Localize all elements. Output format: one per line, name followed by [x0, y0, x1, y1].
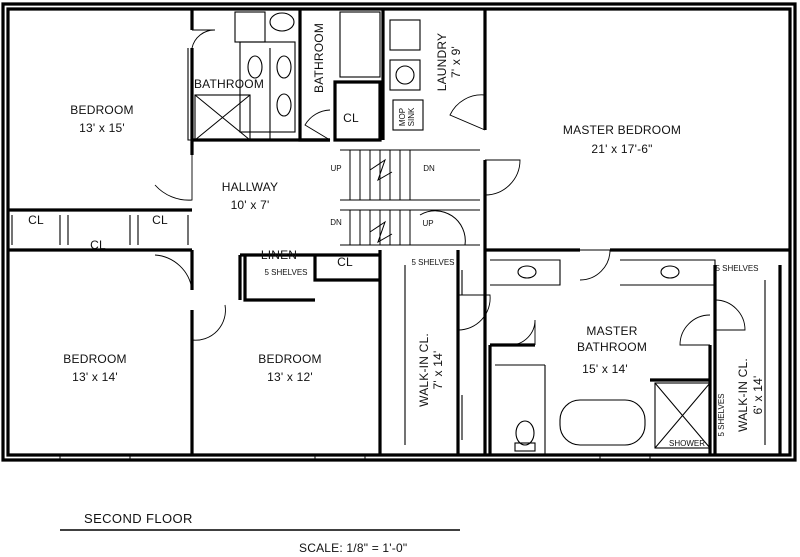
master-bedroom-name: MASTER BEDROOM — [563, 123, 681, 137]
walk-in-closet-1-size: 7' x 14' — [431, 351, 445, 390]
bedroom-s-size: 13' x 12' — [267, 370, 313, 384]
bedroom-s-name: BEDROOM — [258, 352, 321, 366]
floor-title: SECOND FLOOR — [84, 511, 193, 526]
bathroom-1-name: BATHROOM — [194, 77, 264, 91]
sink-label: SINK — [407, 107, 416, 126]
walk-in-closet-2-size: 6' x 14' — [751, 376, 765, 415]
shelves-label-closet-1: 5 SHELVES — [412, 258, 455, 267]
stair-down-label-2: DN — [330, 218, 342, 227]
stairs — [340, 149, 480, 246]
walk-in-closet-1-name: WALK-IN CL. — [417, 333, 431, 407]
closet-label-1: CL — [28, 213, 44, 227]
closet-label-5: CL — [337, 255, 353, 269]
stair-down-label-1: DN — [423, 164, 435, 173]
master-bathroom-name-line1: MASTER — [586, 324, 637, 338]
closet-labels: CL CL CL CL CL LINEN 5 SHELVES 5 SHELVES… — [28, 107, 758, 448]
walk-in-closet-2-name: WALK-IN CL. — [736, 358, 750, 432]
hallway-size: 10' x 7' — [231, 198, 270, 212]
closet-label-3: CL — [152, 213, 168, 227]
stair-up-label-2: UP — [422, 219, 433, 228]
bathroom-2-name: BATHROOM — [312, 23, 326, 93]
stair-up-label-1: UP — [330, 164, 341, 173]
shelves-label-linen: 5 SHELVES — [265, 268, 308, 277]
exterior-walls — [1, 2, 797, 462]
laundry-name: LAUNDRY — [435, 33, 449, 92]
room-labels: BEDROOM 13' x 15' BATHROOM BATHROOM LAUN… — [63, 23, 765, 432]
scale-label: SCALE: 1/8" = 1'-0" — [299, 541, 407, 555]
bedroom-nw-size: 13' x 15' — [79, 121, 125, 135]
master-bedroom-size: 21' x 17'-6" — [591, 142, 652, 156]
master-bathroom-size: 15' x 14' — [582, 362, 628, 376]
hallway-name: HALLWAY — [222, 180, 279, 194]
laundry-size: 7' x 9' — [449, 46, 463, 78]
linen-label: LINEN — [261, 248, 297, 262]
closet-label-4: CL — [343, 111, 359, 125]
bedroom-sw-size: 13' x 14' — [72, 370, 118, 384]
shower-label: SHOWER — [669, 439, 705, 448]
mop-label: MOP — [398, 108, 407, 126]
closet-label-2: CL — [90, 238, 106, 252]
master-bathroom-name-line2: BATHROOM — [577, 340, 647, 354]
bedroom-nw-name: BEDROOM — [70, 103, 133, 117]
interior-walls — [8, 9, 790, 455]
shelves-label-closet-3: 5 SHELVES — [717, 394, 726, 437]
bedroom-sw-name: BEDROOM — [63, 352, 126, 366]
door-swings — [154, 29, 746, 346]
footer: SECOND FLOOR SCALE: 1/8" = 1'-0" — [60, 511, 460, 555]
fixtures — [194, 11, 711, 452]
shelves-label-closet-2: 5 SHELVES — [716, 264, 759, 273]
